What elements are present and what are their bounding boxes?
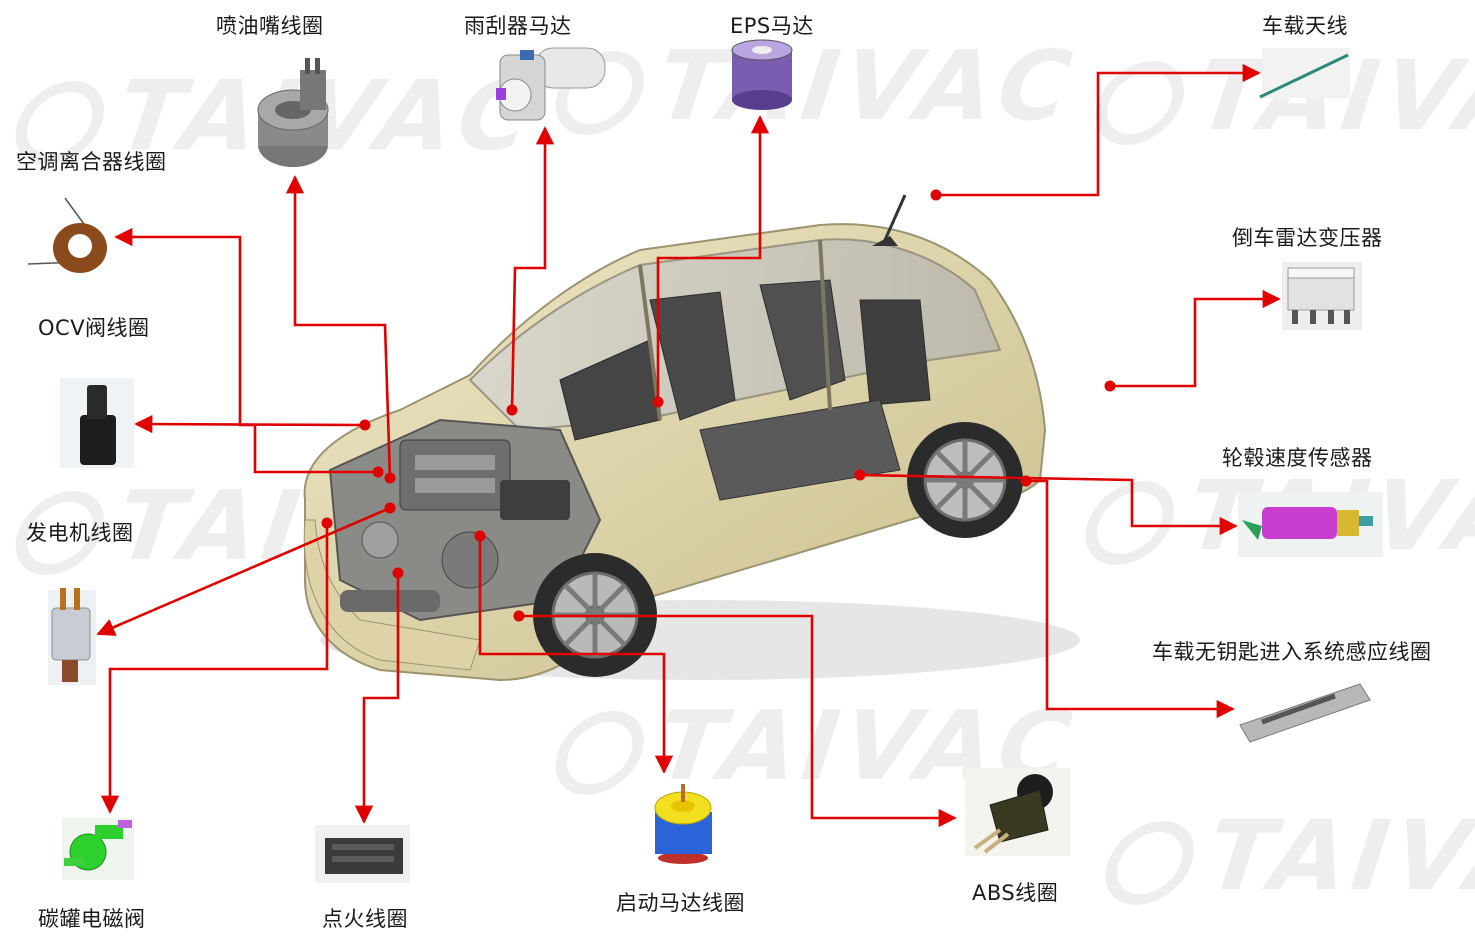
- keyless-coil-image: [1239, 683, 1371, 743]
- label-canister-solenoid: 碳罐电磁阀: [38, 907, 146, 931]
- connector-dots: [321, 189, 1116, 622]
- starter-coil-image: [654, 784, 712, 864]
- wheel-speed-sensor-image: [1238, 492, 1383, 557]
- connector-eps: [656, 115, 770, 402]
- label-wheel-speed-sensor: 轮毂速度传感器: [1222, 446, 1373, 470]
- label-ignition-coil: 点火线圈: [322, 907, 408, 931]
- connector-generator: [96, 506, 391, 636]
- connector-wiper: [510, 126, 555, 411]
- label-injector-coil: 喷油嘴线圈: [216, 14, 324, 38]
- connector-ignition: [354, 573, 400, 824]
- connector-ocv: [134, 414, 366, 434]
- label-ac-clutch-coil: 空调离合器线圈: [16, 150, 167, 174]
- connector-keyless: [1026, 479, 1235, 719]
- connector-ac-clutch: [114, 227, 378, 474]
- connector-starter: [478, 536, 674, 774]
- connector-lines: [96, 63, 1281, 828]
- connector-radar: [1110, 289, 1281, 388]
- ac-clutch-coil-image: [27, 197, 107, 273]
- connector-wheel-speed: [859, 473, 1238, 536]
- label-wiper-motor: 雨刮器马达: [464, 14, 572, 38]
- label-abs-coil: ABS线圈: [972, 881, 1059, 905]
- label-car-antenna: 车载天线: [1262, 14, 1348, 38]
- connector-antenna: [936, 63, 1261, 197]
- label-keyless-coil: 车载无钥匙进入系统感应线圈: [1152, 640, 1432, 664]
- connector-abs: [519, 614, 957, 828]
- ocv-valve-image: [60, 378, 134, 468]
- label-generator-coil: 发电机线圈: [26, 521, 134, 545]
- antenna-image: [1259, 48, 1350, 99]
- label-ocv-valve-coil: OCV阀线圈: [38, 316, 150, 340]
- ignition-coil-image: [315, 825, 410, 883]
- connector-canister: [100, 523, 329, 814]
- radar-transformer-image: [1282, 262, 1362, 330]
- canister-solenoid-image: [62, 818, 134, 880]
- eps-motor-image: [731, 39, 793, 110]
- wiper-motor-image: [496, 47, 606, 121]
- label-starter-coil: 启动马达线圈: [616, 891, 745, 915]
- label-eps-motor: EPS马达: [730, 14, 814, 38]
- generator-coil-image: [48, 588, 96, 685]
- label-radar-transformer: 倒车雷达变压器: [1232, 226, 1383, 250]
- injector-coil-image: [257, 58, 329, 167]
- front-wheel: [533, 553, 657, 677]
- connector-injector: [285, 175, 392, 479]
- car-illustration: [303, 194, 1080, 682]
- rear-wheel: [907, 422, 1023, 538]
- abs-coil-image: [965, 768, 1070, 856]
